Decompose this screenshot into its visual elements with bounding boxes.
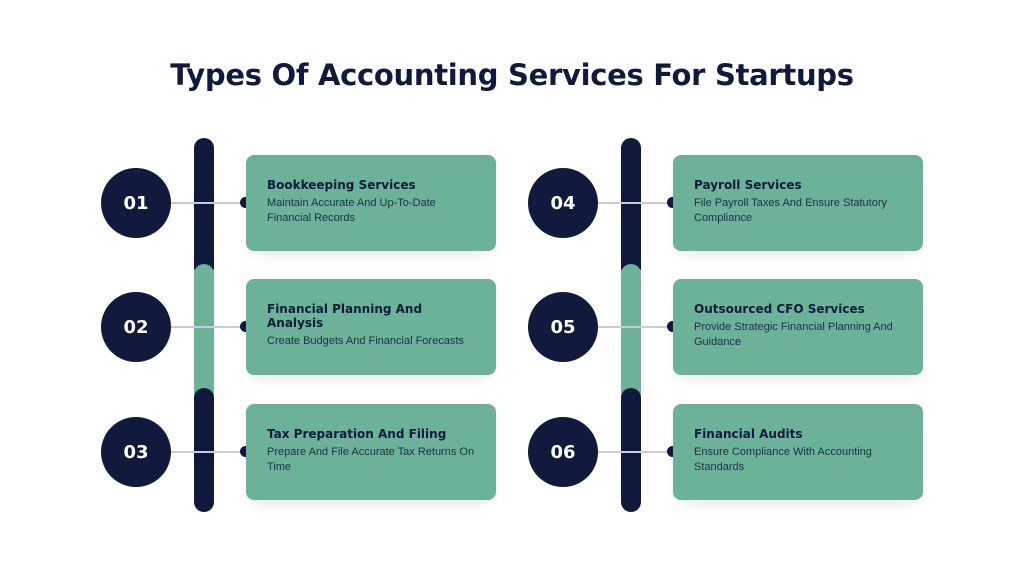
- card-title: Financial Audits: [694, 427, 803, 441]
- service-card-financial-planning: Financial Planning And Analysis Create B…: [246, 279, 496, 375]
- timeline-bar-segment-5: [621, 264, 641, 404]
- card-description: Maintain Accurate And Up-To-Date Financi…: [267, 197, 436, 224]
- connector-line: [170, 326, 246, 328]
- timeline-bar-segment-6: [621, 388, 641, 512]
- card-description: Ensure Compliance With Accounting Standa…: [694, 446, 872, 473]
- card-description: Create Budgets And Financial Forecasts: [267, 335, 464, 347]
- service-card-outsourced-cfo: Outsourced CFO Services Provide Strategi…: [673, 279, 923, 375]
- connector-dot: [667, 446, 678, 457]
- connector-line: [597, 202, 673, 204]
- connector-dot: [667, 321, 678, 332]
- connector-dot: [240, 321, 251, 332]
- connector-line: [170, 202, 246, 204]
- card-description: Provide Strategic Financial Planning And…: [694, 321, 893, 348]
- step-number-badge: 06: [528, 417, 598, 487]
- service-card-payroll: Payroll Services File Payroll Taxes And …: [673, 155, 923, 251]
- card-title: Payroll Services: [694, 178, 802, 192]
- step-number-badge: 02: [101, 292, 171, 362]
- card-description: Prepare And File Accurate Tax Returns On…: [267, 446, 475, 473]
- connector-dot: [240, 446, 251, 457]
- step-number-badge: 04: [528, 168, 598, 238]
- timeline-bar-segment-3: [194, 388, 214, 512]
- connector-dot: [240, 197, 251, 208]
- card-title: Bookkeeping Services: [267, 178, 416, 192]
- step-number-badge: 03: [101, 417, 171, 487]
- connector-line: [597, 451, 673, 453]
- card-title: Outsourced CFO Services: [694, 302, 865, 316]
- service-card-bookkeeping: Bookkeeping Services Maintain Accurate A…: [246, 155, 496, 251]
- connector-line: [597, 326, 673, 328]
- step-number-badge: 01: [101, 168, 171, 238]
- timeline-bar-segment-2: [194, 264, 214, 404]
- service-card-tax-preparation: Tax Preparation And Filing Prepare And F…: [246, 404, 496, 500]
- card-title: Financial Planning And Analysis: [267, 302, 423, 330]
- connector-dot: [667, 197, 678, 208]
- page-title: Types Of Accounting Services For Startup…: [170, 58, 854, 92]
- step-number-badge: 05: [528, 292, 598, 362]
- connector-line: [170, 451, 246, 453]
- timeline-bar-segment-4: [621, 138, 641, 278]
- timeline-bar-segment-1: [194, 138, 214, 278]
- card-description: File Payroll Taxes And Ensure Statutory …: [694, 197, 888, 224]
- service-card-financial-audits: Financial Audits Ensure Compliance With …: [673, 404, 923, 500]
- card-title: Tax Preparation And Filing: [267, 427, 447, 441]
